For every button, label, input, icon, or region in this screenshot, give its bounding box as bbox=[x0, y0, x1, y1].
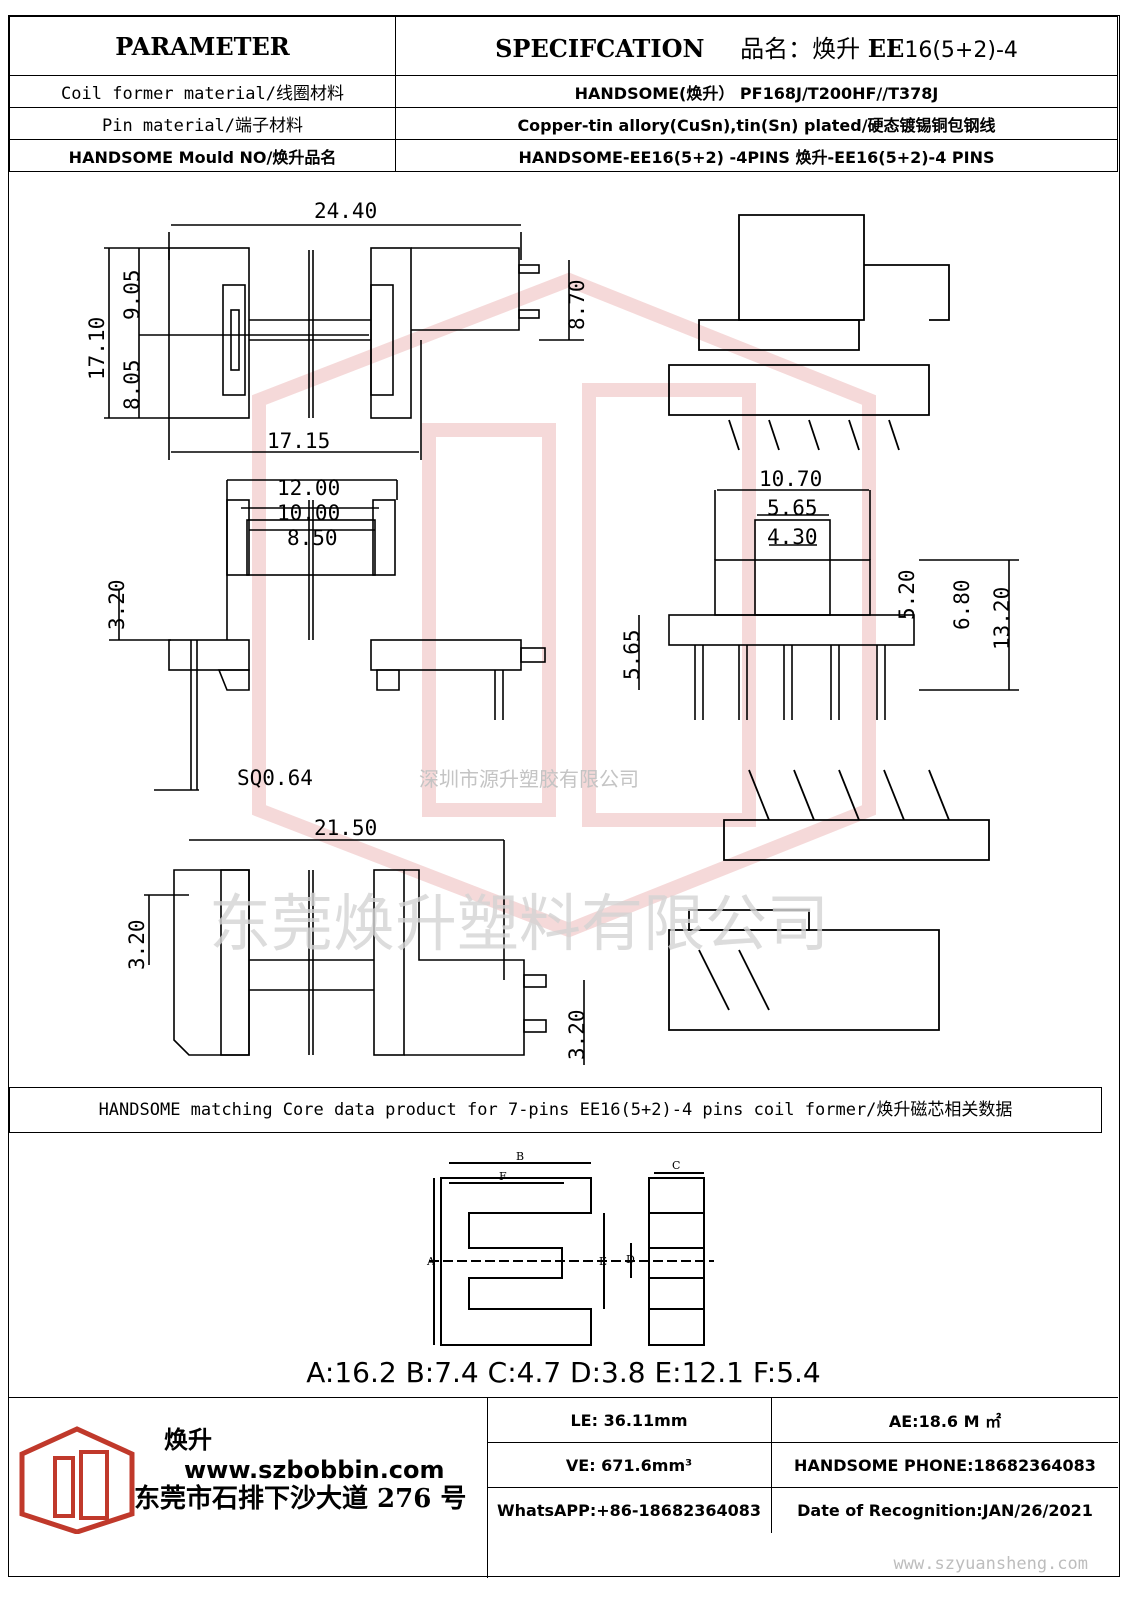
core-letter-f: F bbox=[499, 1170, 507, 1183]
dim-f: 10.00 bbox=[277, 501, 340, 525]
dim-j: SQ0.64 bbox=[237, 766, 313, 790]
product-model-bold: EE bbox=[867, 33, 905, 63]
product-model: 16(5+2)-4 bbox=[904, 37, 1018, 63]
date-cell: Date of Recognition:JAN/26/2021 bbox=[797, 1501, 1093, 1520]
spec-sheet: PARAMETER SPECIFCATION 品名：焕升 EE16(5+2)-4… bbox=[8, 15, 1120, 1578]
row-value: HANDSOME-EE16(5+2) -4PINS 焕升-EE16(5+2)-4… bbox=[395, 139, 1118, 172]
row-coil-material: Coil former material/线圈材料 HANDSOME(焕升） P… bbox=[9, 75, 1118, 108]
footer-brand: 焕升 www.szbobbin.com 东莞市石排下沙大道 276 号 bbox=[9, 1398, 488, 1578]
dim-g: 8.50 bbox=[287, 526, 338, 550]
core-svg: A B C D E F bbox=[426, 1150, 714, 1346]
brand-logo-icon bbox=[19, 1426, 135, 1534]
core-letter-d: D bbox=[626, 1253, 635, 1266]
product-label: 品名：焕升 bbox=[740, 34, 861, 63]
dimension-labels: 24.40 17.15 12.00 10.00 8.50 SQ0.64 21.5… bbox=[85, 199, 1014, 1060]
footer-data-grid: LE: 36.11mm AE:18.6 M ㎡ VE: 671.6mm³ HAN… bbox=[487, 1398, 1118, 1578]
core-letter-e: E bbox=[599, 1255, 607, 1268]
ve-cell: VE: 671.6mm³ bbox=[487, 1443, 772, 1488]
dim-r: 13.20 bbox=[990, 587, 1014, 650]
dim-s: 21.50 bbox=[314, 816, 377, 840]
dim-upper: 9.05 bbox=[120, 269, 144, 320]
e-core-side bbox=[648, 1172, 705, 1346]
top-view bbox=[104, 224, 584, 460]
specification-title: SPECIFCATION 品名：焕升 EE16(5+2)-4 bbox=[395, 16, 1118, 76]
core-letters: A B C D E F bbox=[426, 1150, 680, 1268]
bottom-view bbox=[144, 839, 585, 1065]
brand-url[interactable]: www.szbobbin.com bbox=[184, 1456, 445, 1484]
row-mould-no: HANDSOME Mould NO/焕升品名 HANDSOME-EE16(5+2… bbox=[9, 139, 1118, 172]
technical-drawing-area: 24.40 17.15 12.00 10.00 8.50 SQ0.64 21.5… bbox=[9, 170, 1118, 1087]
drawing-svg: 24.40 17.15 12.00 10.00 8.50 SQ0.64 21.5… bbox=[85, 199, 1019, 1065]
isometric-view-top bbox=[668, 214, 950, 451]
dim-i: 3.20 bbox=[565, 1009, 589, 1060]
core-letter-a: A bbox=[426, 1255, 436, 1268]
phone-cell: HANDSOME PHONE:18682364083 bbox=[772, 1443, 1118, 1488]
watermark-company-large: 东莞焕升塑料有限公司 bbox=[209, 887, 829, 960]
isometric-view-bottom bbox=[668, 769, 990, 1031]
row-label: Coil former material/线圈材料 bbox=[9, 75, 396, 108]
dim-c: 8.70 bbox=[565, 279, 589, 330]
row-value: Copper-tin allory(CuSn),tin(Sn) plated/硬… bbox=[395, 107, 1118, 140]
row-value: HANDSOME(焕升） PF168J/T200HF//T378J bbox=[395, 75, 1118, 108]
row-label: HANDSOME Mould NO/焕升品名 bbox=[9, 139, 396, 172]
side-view bbox=[638, 489, 1019, 720]
dim-a: 17.10 bbox=[85, 317, 109, 380]
brand-line: 焕升 www.szbobbin.com bbox=[164, 1420, 487, 1484]
dim-l: 5.65 bbox=[620, 629, 644, 680]
dim-b: 24.40 bbox=[314, 199, 377, 223]
ae-cell: AE:18.6 M ㎡ bbox=[772, 1398, 1118, 1443]
core-letter-b: B bbox=[516, 1150, 524, 1163]
dim-p: 5.20 bbox=[895, 569, 919, 620]
parameter-title: PARAMETER bbox=[9, 16, 396, 76]
row-label: Pin material/端子材料 bbox=[9, 107, 396, 140]
dim-o: 4.30 bbox=[767, 525, 818, 549]
dim-e: 12.00 bbox=[277, 476, 340, 500]
e-core-front bbox=[429, 1162, 714, 1346]
core-data-title: HANDSOME matching Core data product for … bbox=[9, 1087, 1102, 1133]
dim-m: 10.70 bbox=[759, 467, 822, 491]
dim-q: 6.80 bbox=[950, 579, 974, 630]
le-cell: LE: 36.11mm bbox=[487, 1398, 772, 1443]
core-drawing-area: A B C D E F bbox=[9, 1133, 1118, 1397]
front-view bbox=[109, 479, 546, 791]
site-watermark: www.szyuansheng.com bbox=[893, 1554, 1088, 1574]
dim-n: 5.65 bbox=[767, 496, 818, 520]
spec-table: PARAMETER SPECIFCATION 品名：焕升 EE16(5+2)-4… bbox=[9, 16, 1118, 172]
spec-header-row: PARAMETER SPECIFCATION 品名：焕升 EE16(5+2)-4 bbox=[9, 16, 1118, 76]
footer: 焕升 www.szbobbin.com 东莞市石排下沙大道 276 号 LE: … bbox=[9, 1397, 1118, 1578]
brand-name: 焕升 bbox=[164, 1425, 212, 1454]
whatsapp-cell: WhatsAPP:+86-18682364083 bbox=[487, 1488, 772, 1533]
core-letter-c: C bbox=[672, 1159, 680, 1172]
brand-address: 东莞市石排下沙大道 276 号 bbox=[134, 1484, 467, 1514]
core-data-values: A:16.2 B:7.4 C:4.7 D:3.8 E:12.1 F:5.4 bbox=[306, 1356, 821, 1389]
dim-lower: 8.05 bbox=[120, 359, 144, 410]
row-pin-material: Pin material/端子材料 Copper-tin allory(CuSn… bbox=[9, 107, 1118, 140]
spec-title-text: SPECIFCATION bbox=[495, 33, 705, 63]
dim-k: 3.20 bbox=[105, 579, 129, 630]
watermark-company-small: 深圳市源升塑胶有限公司 bbox=[419, 767, 639, 791]
dim-h: 3.20 bbox=[125, 919, 149, 970]
dim-d: 17.15 bbox=[267, 429, 330, 453]
